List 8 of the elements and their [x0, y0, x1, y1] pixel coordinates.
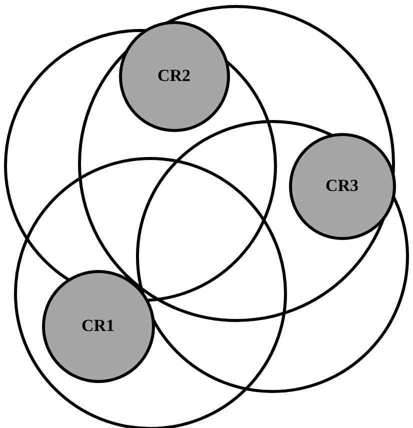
shaded-circle	[288, 132, 396, 240]
shaded-circle	[42, 270, 154, 382]
circle-label: CR2	[156, 66, 192, 86]
circle-outline	[14, 156, 286, 428]
shaded-circle	[118, 20, 230, 132]
circle-outline	[78, 4, 394, 322]
circle-label: CR1	[80, 316, 116, 336]
circle-label: CR3	[324, 176, 360, 196]
